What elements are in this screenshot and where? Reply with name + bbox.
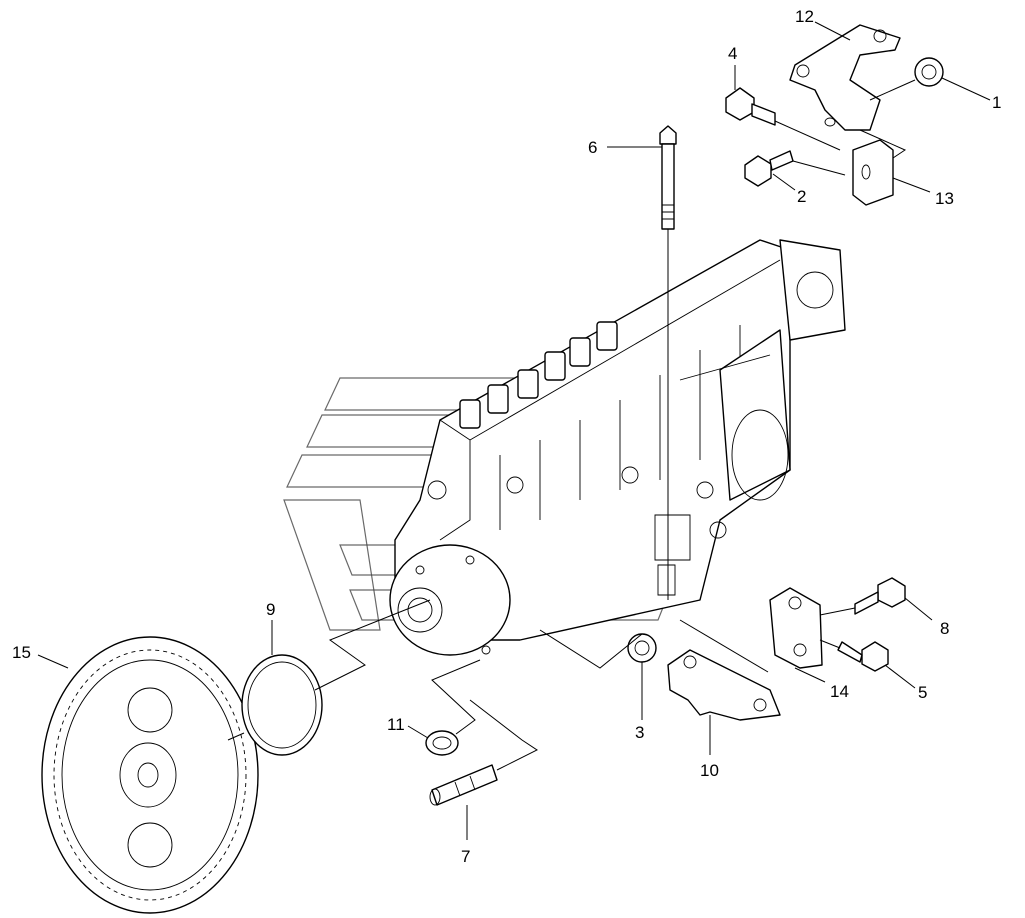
part-9-o-ring <box>241 654 323 756</box>
callout-8: 8 <box>940 619 949 638</box>
callout-5: 5 <box>918 683 927 702</box>
leader-lines <box>37 21 991 840</box>
callout-labels: 1 2 3 4 5 6 7 8 9 10 11 12 13 14 15 <box>12 7 1001 866</box>
part-4-bolt <box>725 87 776 126</box>
assembly-lines <box>227 79 916 771</box>
callout-12: 12 <box>795 7 814 26</box>
part-14-bracket <box>769 587 823 669</box>
part-12-bracket <box>789 24 901 131</box>
part-7-stud <box>429 764 498 806</box>
part-3-nut <box>627 633 657 663</box>
callout-1: 1 <box>992 93 1001 112</box>
injection-pump <box>389 239 846 656</box>
part-1-nut <box>914 57 944 87</box>
callout-4: 4 <box>728 44 737 63</box>
callout-14: 14 <box>830 682 849 701</box>
part-13-block <box>852 139 894 206</box>
callout-2: 2 <box>797 187 806 206</box>
part-5-bolt <box>837 641 889 672</box>
callout-6: 6 <box>588 138 597 157</box>
part-6-long-bolt <box>659 125 677 230</box>
callout-9: 9 <box>266 600 275 619</box>
callout-15: 15 <box>12 643 31 662</box>
callout-13: 13 <box>935 189 954 208</box>
part-15-gear <box>41 636 259 914</box>
callout-10: 10 <box>700 761 719 780</box>
part-11-washer <box>425 730 459 756</box>
part-10-bracket <box>667 649 781 721</box>
part-8-bolt <box>854 577 906 615</box>
callout-11: 11 <box>387 715 405 734</box>
callout-7: 7 <box>461 847 470 866</box>
callout-3: 3 <box>635 723 644 742</box>
part-2-bolt <box>744 150 794 187</box>
